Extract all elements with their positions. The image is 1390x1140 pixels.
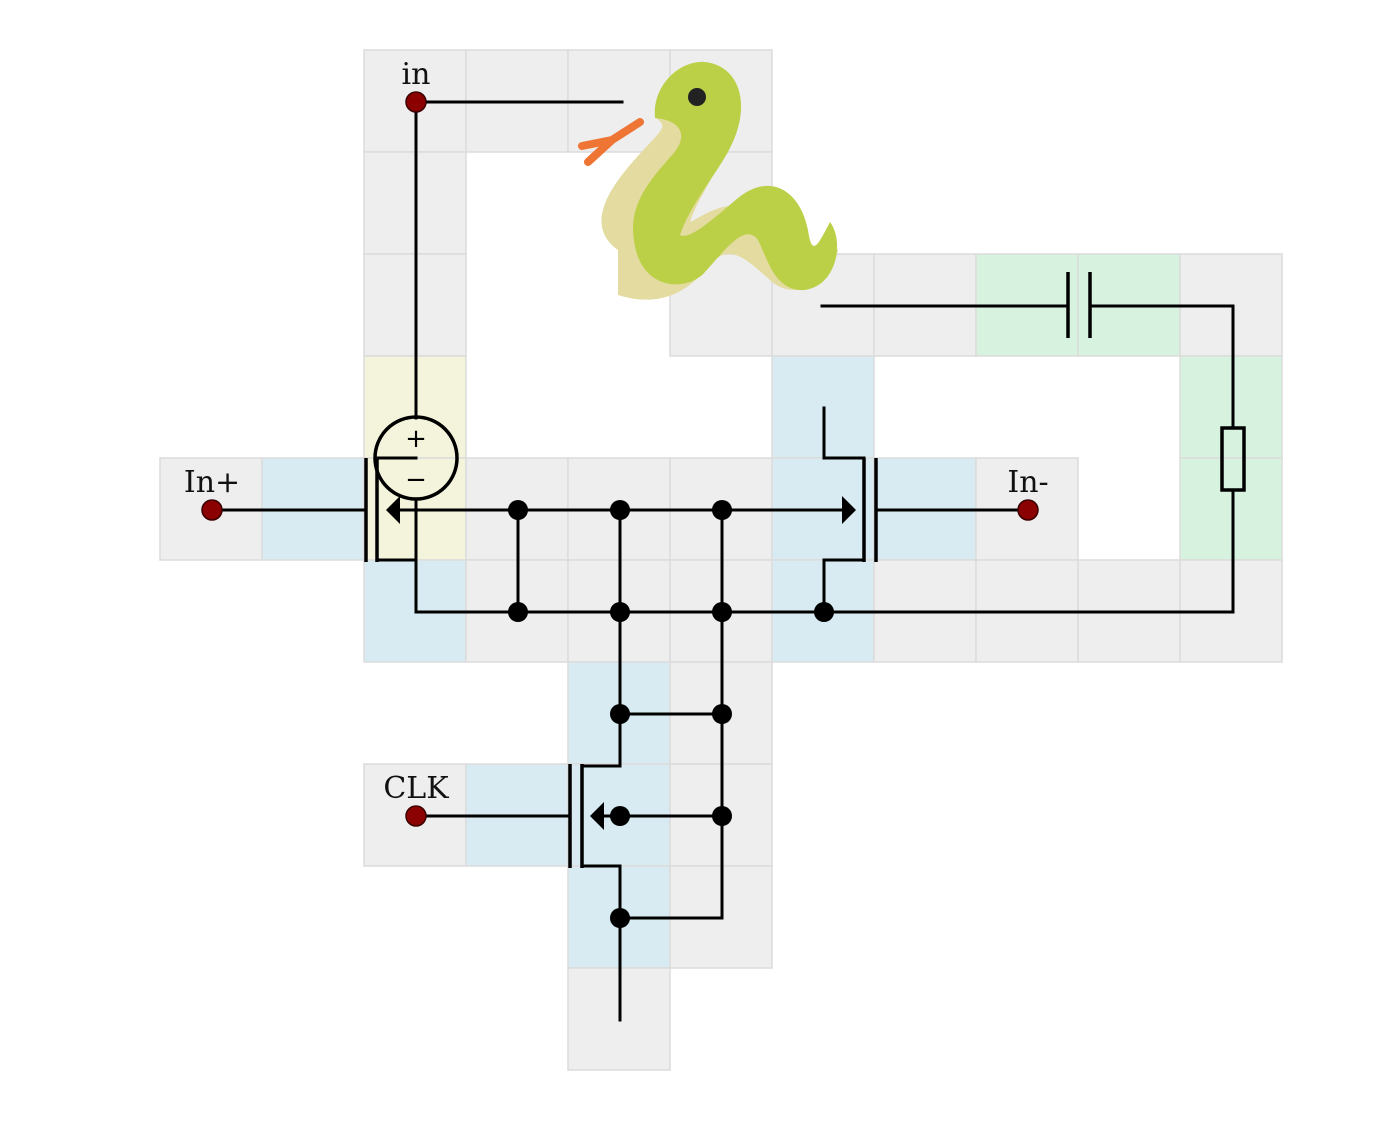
source-minus-sign: −: [405, 465, 427, 495]
capacitor: [1066, 272, 1092, 338]
port-clk[interactable]: CLK: [383, 771, 449, 827]
wire-right-mos-source: [822, 558, 866, 614]
port-label-in-minus: In-: [1007, 465, 1048, 500]
port-label-clk: CLK: [383, 771, 449, 806]
wire-right-mos-drain: [822, 406, 866, 460]
port-in[interactable]: in: [402, 57, 431, 113]
wire-vertical-722: [618, 508, 724, 920]
voltage-source: + −: [373, 415, 459, 501]
source-plus-sign: +: [405, 424, 427, 454]
wire-top-right: [820, 304, 1235, 430]
grid-tile: [1179, 355, 1283, 459]
port-label-in: in: [402, 57, 431, 92]
snake-icon: [578, 61, 838, 300]
transistor-clk: [568, 764, 622, 868]
resistor: [1220, 426, 1246, 492]
grid-tile: [1179, 457, 1283, 561]
wire-in: [414, 100, 624, 420]
port-label-in-plus: In+: [184, 465, 240, 500]
junctions: [508, 500, 834, 928]
transistor-in-minus: [842, 458, 878, 562]
port-in-minus[interactable]: In-: [1007, 465, 1049, 521]
wire-bottom-rail: [414, 488, 1235, 614]
port-in-plus[interactable]: In+: [184, 465, 240, 521]
